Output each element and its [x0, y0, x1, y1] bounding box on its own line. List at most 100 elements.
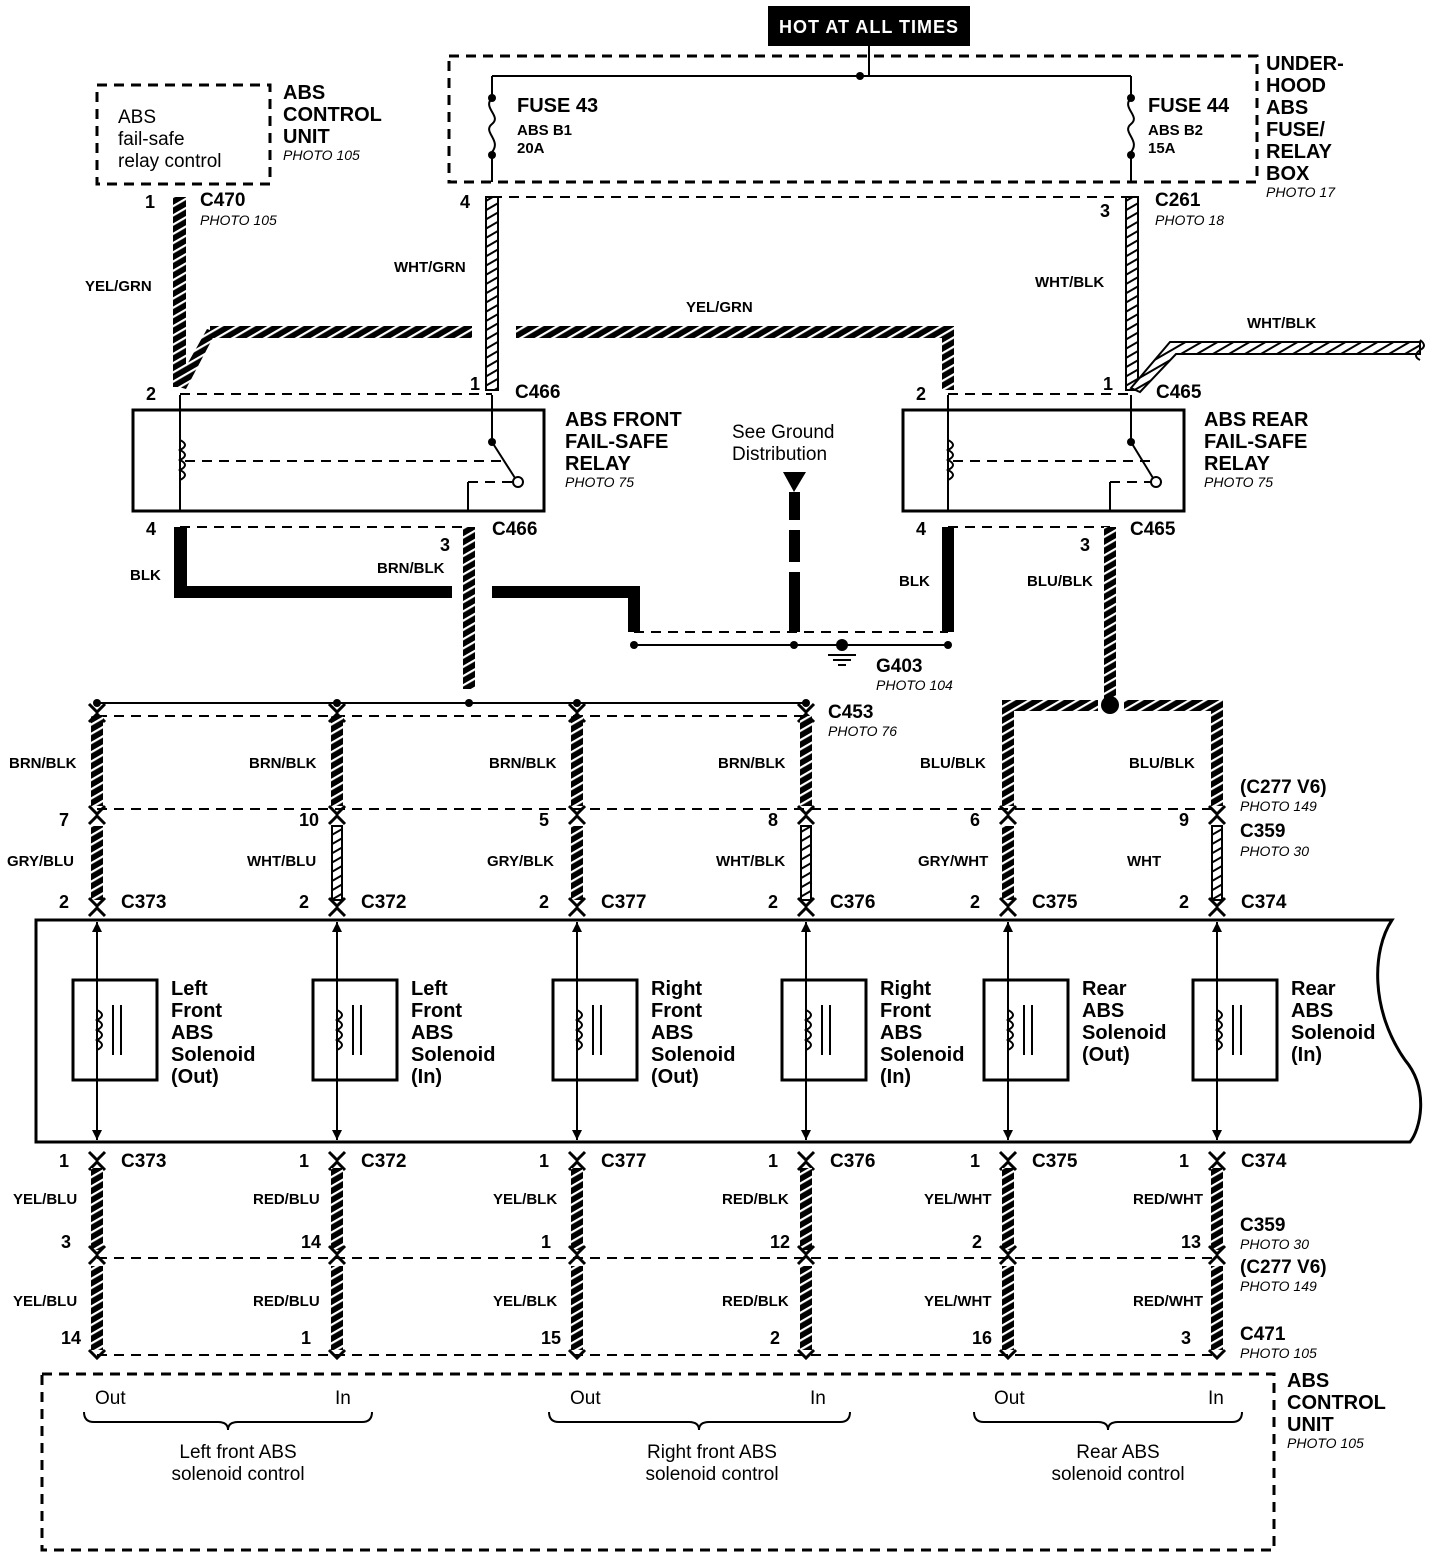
pin-number: 6 [970, 810, 980, 830]
connector-c359-c277-lower: C359 PHOTO 30 (C277 V6) PHOTO 149 C471 P… [97, 1215, 1327, 1361]
solenoid-label-line: ABS [651, 1022, 693, 1044]
wire-label: RED/WHT [1133, 1191, 1203, 1208]
out-label: Out [570, 1388, 601, 1409]
wire-label: GRY/BLK [487, 853, 554, 870]
control-unit-photo: PHOTO 105 [283, 147, 360, 163]
solenoid-label-line: Solenoid [651, 1044, 735, 1066]
control-unit-title-line: CONTROL [1287, 1392, 1386, 1414]
connector-photo: PHOTO 30 [1240, 843, 1309, 859]
wire-label: BLU/BLK [1027, 573, 1093, 590]
connector-label: C261 [1155, 190, 1201, 211]
fuse-box-title-line: BOX [1266, 163, 1310, 185]
front-relay-output-wire: BRN/BLK C453 PHOTO 76 [93, 527, 897, 739]
fuse-43-label: FUSE 43 [517, 95, 598, 117]
pin-number: 2 [768, 892, 778, 912]
abs-control-unit-top: ABS fail-safe relay control ABS CONTROL … [95, 82, 382, 186]
fuse-box-title-line: FUSE/ [1266, 119, 1325, 141]
connector-photo: PHOTO 105 [200, 212, 277, 228]
wire-label: WHT/BLK [1035, 274, 1104, 291]
group-label-line: Rear ABS [1076, 1442, 1159, 1463]
pin-number: 2 [1179, 892, 1189, 912]
pin-number: 14 [61, 1328, 81, 1348]
control-unit-title-line: UNIT [283, 126, 330, 148]
connector-photo: PHOTO 18 [1155, 212, 1224, 228]
abs-control-unit-bottom: ABS CONTROL UNIT PHOTO 105 Out In Left f… [40, 1370, 1386, 1552]
wire-label: WHT/GRN [394, 259, 466, 276]
pin-number: 3 [1181, 1328, 1191, 1348]
solenoid-label-line: ABS [171, 1022, 213, 1044]
in-label: In [1208, 1388, 1224, 1409]
solenoid-label-line: (Out) [651, 1066, 699, 1088]
pin-number: 7 [59, 810, 69, 830]
group-label-line: solenoid control [645, 1464, 778, 1485]
pin-number: 3 [440, 535, 450, 555]
relay-label-line: RELAY [565, 453, 632, 475]
pin-number: 9 [1179, 810, 1189, 830]
solenoid-label-line: Solenoid [171, 1044, 255, 1066]
connector-c261: 4 3 C261 PHOTO 18 [460, 190, 1224, 228]
connector-photo: PHOTO 105 [1240, 1345, 1317, 1361]
pin-number: 2 [972, 1232, 982, 1252]
control-unit-title-line: ABS [1287, 1370, 1329, 1392]
connector-label: (C277 V6) [1240, 777, 1327, 798]
relay-photo: PHOTO 75 [1204, 474, 1273, 490]
connector-label: C372 [361, 892, 406, 913]
wire-label: YEL/GRN [686, 299, 753, 316]
connector-label: C466 [492, 519, 537, 540]
fuse-relay-box: FUSE 43 ABS B1 20A FUSE 44 ABS B2 15A [447, 46, 1259, 184]
wire-label: BRN/BLK [377, 560, 445, 577]
group-label-line: solenoid control [1051, 1464, 1184, 1485]
connector-label: C376 [830, 1151, 875, 1172]
pin-number: 2 [146, 384, 156, 404]
connector-label: C377 [601, 1151, 646, 1172]
pin-number: 1 [539, 1151, 549, 1171]
pin-number: 1 [470, 374, 480, 394]
connector-photo: PHOTO 30 [1240, 1236, 1309, 1252]
ground-note-line: Distribution [732, 444, 827, 465]
solenoid-coil-box [71, 978, 159, 1082]
solenoid-label-line: Solenoid [1082, 1022, 1166, 1044]
left-front-control-group: Out In Left front ABS solenoid control [83, 1388, 373, 1485]
fuse-box-title-line: ABS [1266, 97, 1308, 119]
wire-label: RED/WHT [1133, 1293, 1203, 1310]
solenoid-column: RightFrontABSSolenoid(Out)BRN/BLK5GRY/BL… [487, 702, 735, 1361]
top-wires: YEL/GRN WHT/GRN YEL/GRN WHT/BLK WHT/BLK [85, 196, 1425, 394]
hot-at-all-times-banner: HOT AT ALL TIMES [768, 6, 970, 46]
pin-number: 1 [1179, 1151, 1189, 1171]
connector-label: C374 [1241, 1151, 1287, 1172]
solenoid-coil-box [311, 978, 399, 1082]
solenoid-label-line: (Out) [171, 1066, 219, 1088]
control-unit-title-line: CONTROL [283, 104, 382, 126]
pin-number: 1 [145, 192, 155, 212]
pin-number: 3 [1080, 535, 1090, 555]
fuse-43-rating: 20A [517, 140, 545, 157]
wire-label: BRN/BLK [249, 755, 317, 772]
wire-label: BLK [130, 567, 161, 584]
solenoid-label-line: Front [171, 1000, 222, 1022]
solenoid-columns: LeftFrontABSSolenoid(Out)BRN/BLK7GRY/BLU… [7, 700, 1375, 1361]
connector-label: C471 [1240, 1324, 1286, 1345]
relay-label-line: FAIL-SAFE [565, 431, 668, 453]
wire-label: YEL/BLU [13, 1293, 77, 1310]
wire-label: RED/BLK [722, 1191, 789, 1208]
pin-number: 4 [916, 519, 926, 539]
connector-label: C373 [121, 892, 166, 913]
connector-c470: 1 C470 PHOTO 105 [145, 190, 277, 228]
connector-label: C470 [200, 190, 245, 211]
wire-label: RED/BLK [722, 1293, 789, 1310]
group-label-line: Right front ABS [647, 1442, 777, 1463]
out-label: Out [994, 1388, 1025, 1409]
pin-number: 15 [541, 1328, 561, 1348]
connector-photo: PHOTO 149 [1240, 1278, 1317, 1294]
pin-number: 16 [972, 1328, 992, 1348]
connector-label: C374 [1241, 892, 1287, 913]
solenoid-label-line: (In) [1291, 1044, 1322, 1066]
connector-label: C372 [361, 1151, 406, 1172]
relay-photo: PHOTO 75 [565, 474, 634, 490]
pin-number: 2 [770, 1328, 780, 1348]
pin-number: 3 [61, 1232, 71, 1252]
solenoid-label-line: Rear [1291, 978, 1336, 1000]
pin-number: 4 [146, 519, 156, 539]
connector-label: C359 [1240, 821, 1285, 842]
